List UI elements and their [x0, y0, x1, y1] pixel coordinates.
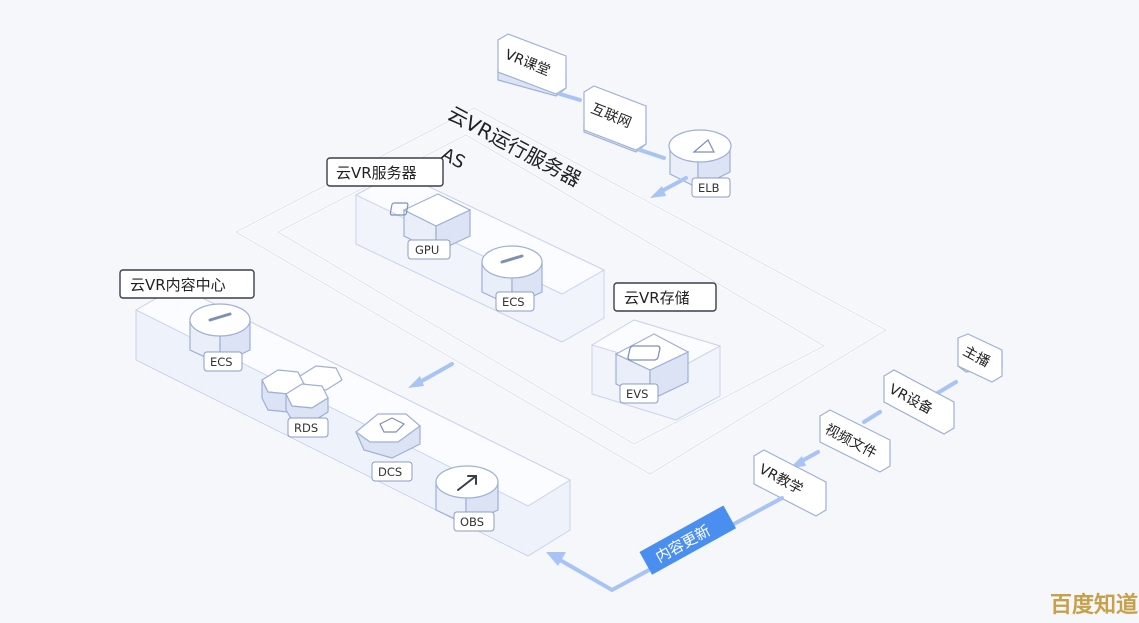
- ecs-server-node: ECS: [481, 245, 543, 312]
- anchor-node: 主播: [956, 333, 1003, 383]
- as-to-content-flow: [408, 362, 454, 388]
- ecs-content-node: ECS: [189, 303, 251, 372]
- vr-device-node: VR设备: [883, 369, 955, 435]
- evs-node: EVS: [614, 333, 690, 404]
- internet-node: 互联网: [583, 85, 647, 153]
- evs-label: EVS: [626, 387, 648, 401]
- dcs-node: DCS: [355, 413, 421, 482]
- run-service-plate: [233, 106, 889, 476]
- dcs-label: DCS: [378, 465, 402, 479]
- video-file-node: 视频文件: [819, 409, 891, 473]
- server-tag-label: 云VR服务器: [336, 164, 417, 182]
- gpu-label: GPU: [415, 243, 439, 257]
- vr-class-node: VR课堂: [497, 33, 567, 97]
- rds-label: RDS: [294, 421, 318, 435]
- obs-node: OBS: [435, 465, 499, 532]
- storage-tag: 云VR存储: [613, 282, 717, 312]
- elb-label: ELB: [698, 181, 720, 195]
- ecs-content-label: ECS: [210, 355, 233, 369]
- elb-node: ELB: [668, 129, 732, 198]
- content-update-flow: 内容更新: [546, 496, 784, 593]
- content-center-tag: 云VR内容中心: [119, 269, 255, 299]
- elb-to-run-flow: [650, 176, 688, 198]
- rds-node: RDS: [261, 365, 343, 438]
- gpu-node: GPU: [389, 193, 472, 260]
- obs-label: OBS: [460, 515, 484, 529]
- ecs-server-label: ECS: [502, 295, 525, 309]
- run-service-label: 云VR运行服务器: [444, 101, 586, 191]
- content-center-label: 云VR内容中心: [130, 276, 226, 294]
- storage-tag-label: 云VR存储: [624, 289, 690, 307]
- server-group: [354, 171, 606, 343]
- server-tag: 云VR服务器: [326, 157, 444, 187]
- watermark: 百度知道: [1050, 592, 1138, 618]
